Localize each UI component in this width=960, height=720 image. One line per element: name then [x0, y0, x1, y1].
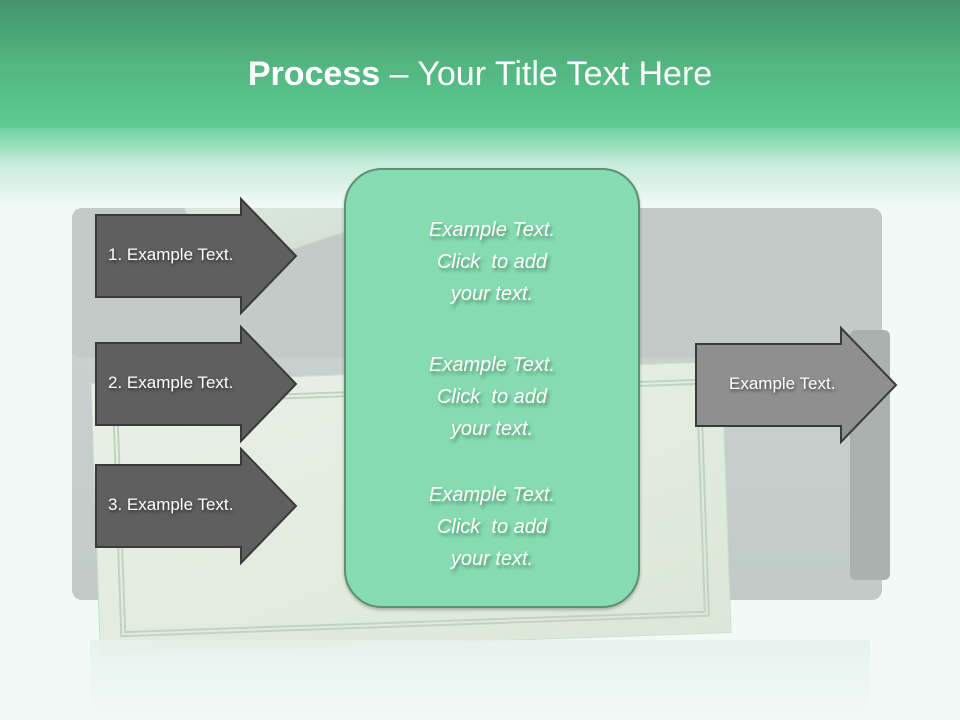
text-line: your text. [450, 283, 534, 305]
process-arrow-1[interactable]: 1. Example Text. [95, 196, 298, 316]
text-block-1[interactable]: Example Text. Click to add your text. [346, 214, 638, 310]
title-bold: Process [247, 55, 381, 93]
text-block-2[interactable]: Example Text. Click to add your text. [346, 349, 638, 445]
text-line: your text. [450, 548, 534, 570]
text-line: Example Text. [429, 354, 555, 376]
result-arrow-label: Example Text. [729, 374, 836, 393]
process-arrow-label: 3. Example Text. [108, 495, 234, 514]
text-line: Click to add [436, 386, 548, 408]
process-arrow-label: 2. Example Text. [108, 373, 234, 392]
process-arrow-label: 1. Example Text. [108, 245, 234, 264]
text-line: Click to add [436, 516, 548, 538]
arrow-right-icon [95, 446, 298, 566]
center-text-box[interactable]: Example Text. Click to add your text. Ex… [344, 168, 640, 608]
text-line: Example Text. [429, 219, 555, 241]
text-line: Example Text. [429, 484, 555, 506]
title-rest: – Your Title Text Here [380, 55, 713, 93]
text-line: Click to add [436, 251, 548, 273]
arrow-right-icon [695, 325, 898, 445]
result-arrow[interactable]: Example Text. [695, 325, 898, 445]
text-line: your text. [450, 418, 534, 440]
arrow-right-icon [95, 196, 298, 316]
reflection-image [90, 640, 870, 720]
arrow-right-icon [95, 324, 298, 444]
header-band [0, 0, 960, 128]
text-block-3[interactable]: Example Text. Click to add your text. [346, 479, 638, 575]
process-arrow-3[interactable]: 3. Example Text. [95, 446, 298, 566]
process-arrow-2[interactable]: 2. Example Text. [95, 324, 298, 444]
slide-title[interactable]: Process – Your Title Text Here [0, 52, 960, 96]
